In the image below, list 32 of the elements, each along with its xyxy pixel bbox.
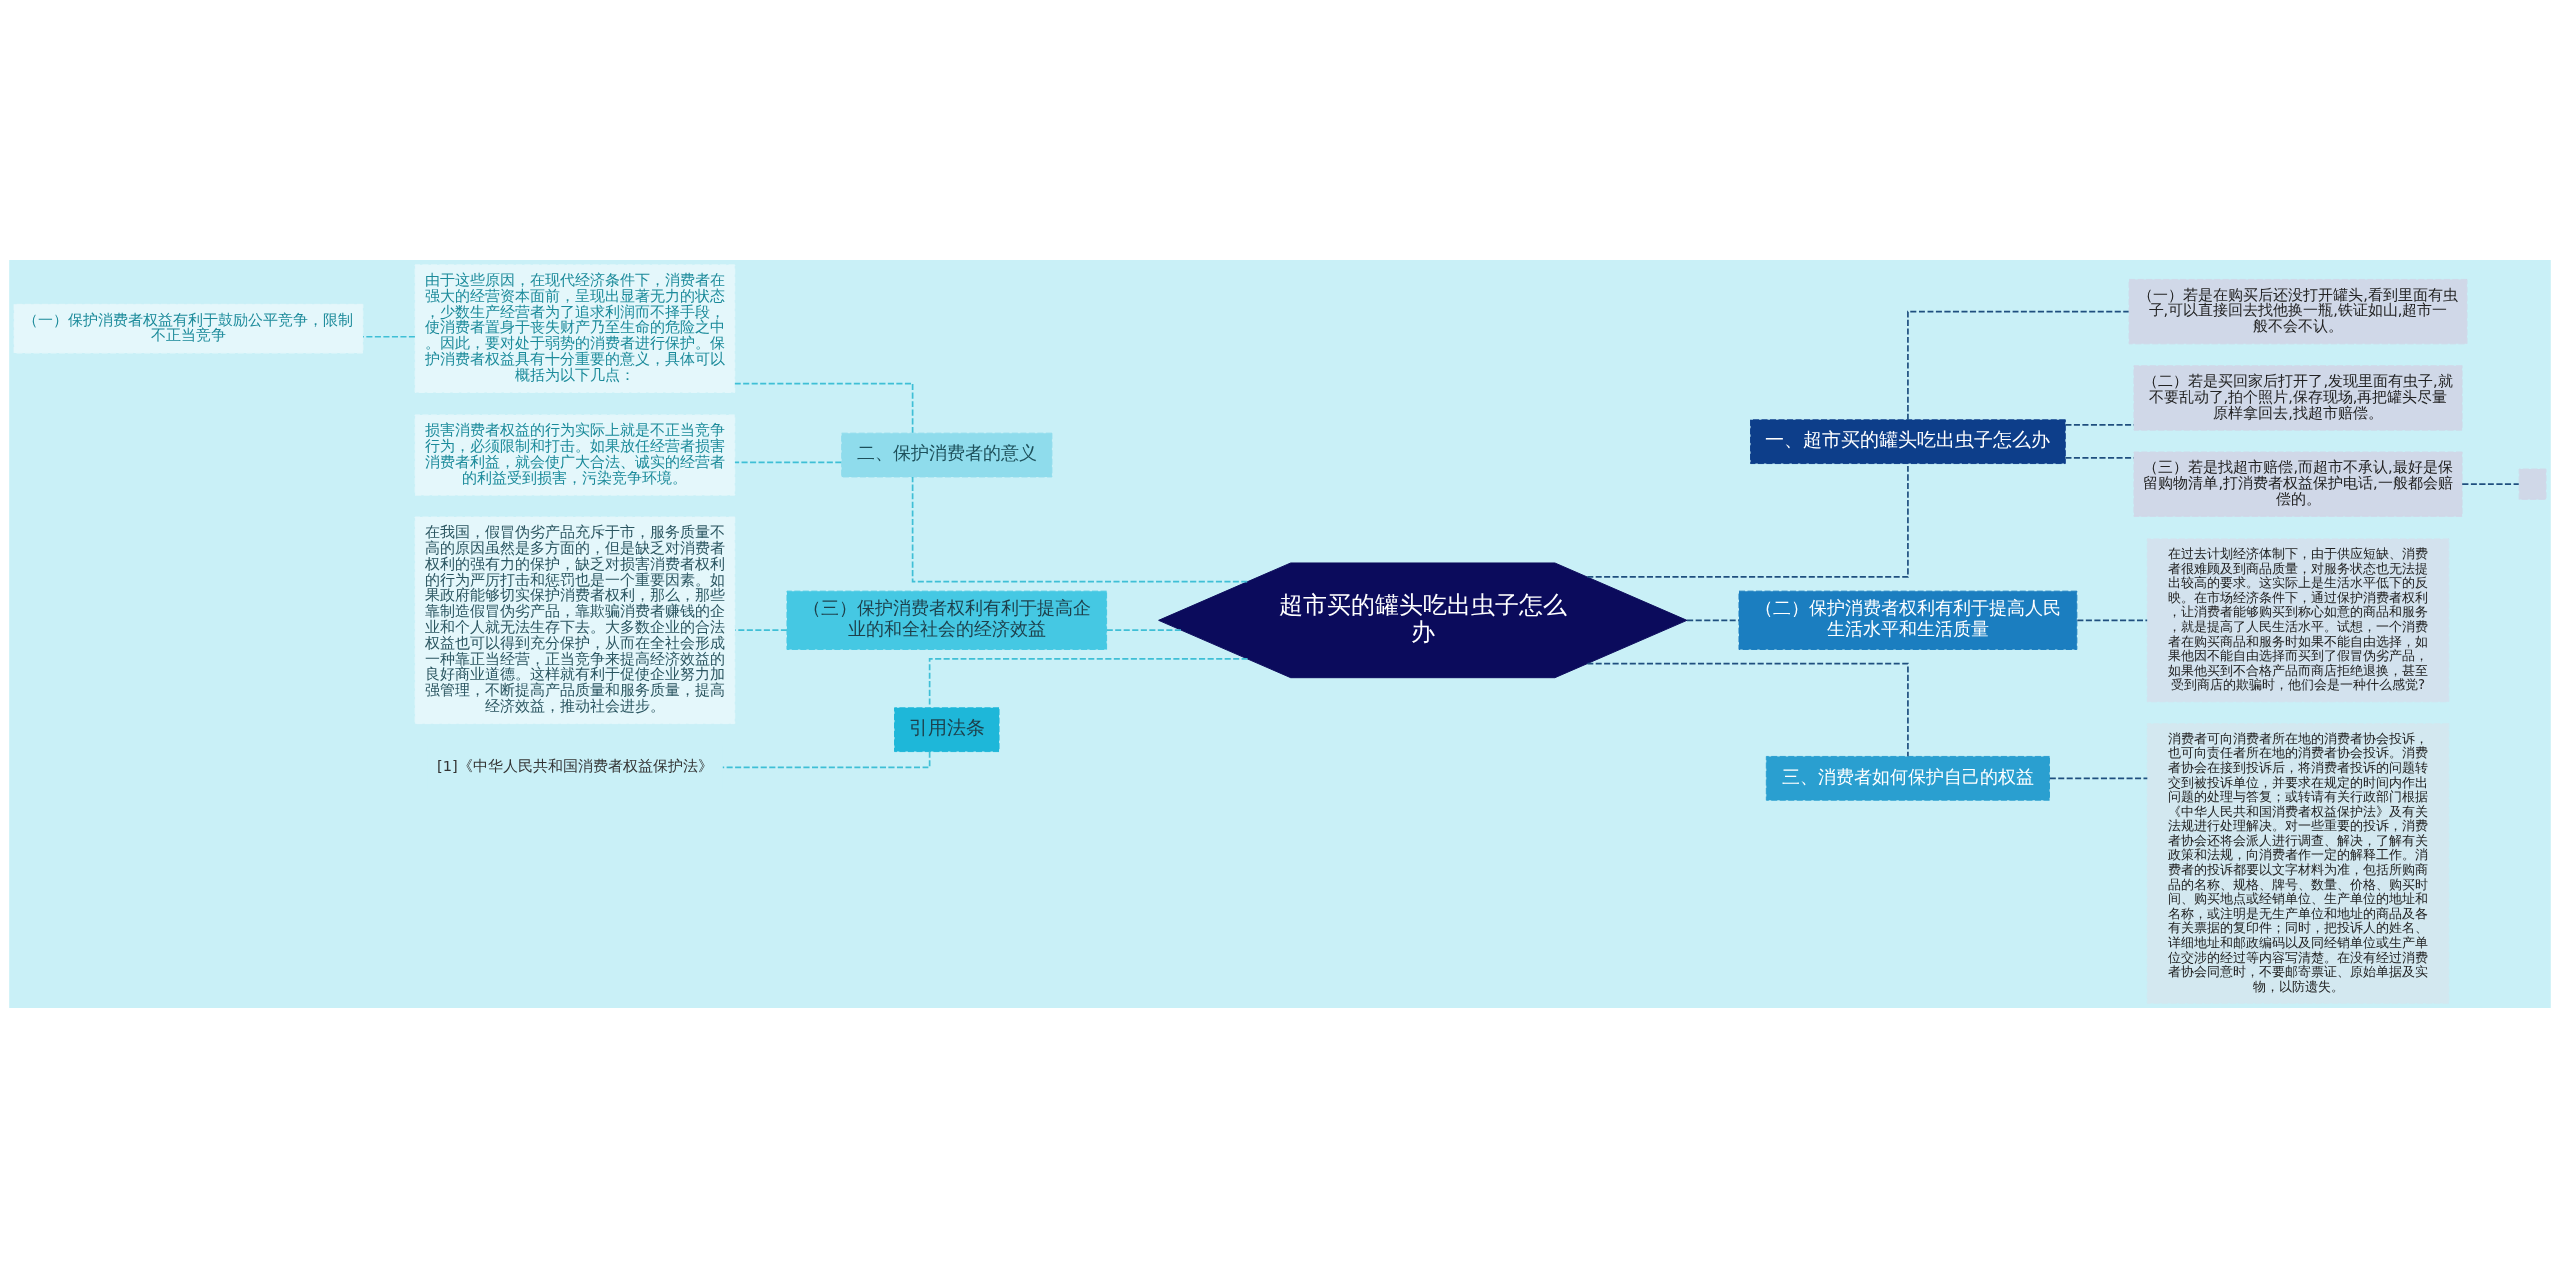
connector bbox=[911, 476, 1249, 583]
connector bbox=[928, 658, 1249, 709]
node-box: （三）保护消费者权利有利于提高企业的和全社会的经济效益 bbox=[786, 590, 1108, 650]
connector bbox=[1686, 619, 1740, 622]
connector bbox=[1907, 310, 2130, 421]
node-box: （一）保护消费者权益有利于鼓励公平竞争，限制不正当竞争 bbox=[13, 303, 364, 354]
node-box: （一）若是在购买后还没打开罐头,看到里面有虫子,可以直接回去找他换一瓶,铁证如山,超市一般不会不认。 bbox=[2128, 278, 2468, 345]
connector bbox=[1586, 662, 1909, 758]
node-box: 由于这些原因，在现代经济条件下，消费者在强大的经营资本面前，呈现出显著无力的状态，少数生产经营者为了追求利润而不择手段，使消费者置身于丧失财产乃至生命的危险之中。因此，要对处于弱势的消费者进行保护。保护消费者权益具有十分重要的意义，具体可以概括为以下几点： bbox=[414, 264, 736, 393]
node-box: 在我国，假冒伪劣产品充斥于市，服务质量不高的原因虽然是多方面的，但是缺乏对消费者权利的强有力的保护，缺乏对损害消费者权利的行为严厉打击和惩罚也是一个重要因素。如果政府能够切实保护消费者权利，那么，那些靠制造假冒伪劣产品，靠欺骗消费者赚钱的企业和个人就无法生存下去。大多数企业的合法权益也可以得到充分保护，从而在全社会形成一种靠正当经营，正当竞争来提高经济效益的良好商业道德。这样就有利于促使企业努力加强管理，不断提高产品质量和服务质量，提高经济效益，推动社会进步。 bbox=[414, 516, 736, 725]
node-box: 损害消费者权益的行为实际上就是不正当竞争行为，必须限制和打击。如果放任经营者损害消费者利益，就会使广大合法、诚实的经营者的利益受到损害，污染竞争环境。 bbox=[414, 414, 736, 496]
connector bbox=[2076, 619, 2148, 622]
node-box: 在过去计划经济体制下，由于供应短缺、消费者很难顾及到商品质量，对服务状态也无法提出较高的要求。这实际上是生活水平低下的反映。在市场经济条件下，通过保护消费者权利，让消费者能够购买到称心如意的商品和服务，就是提高了人民生活水平。试想，一个消费者在购买商品和服务时如果不能自由选择，如果他因不能自由选择而买到了假冒伪劣产品，如果他买到不合格产品而商店拒绝退换，甚至受到商店的欺骗时，他们会是一种什么感觉? bbox=[2146, 538, 2450, 703]
connector bbox=[1586, 463, 1909, 578]
node-box: （三）若是找超市赔偿,而超市不承认,最好是保留购物清单,打消费者权益保护电话,一般都会赔偿的。 bbox=[2133, 451, 2463, 517]
connector bbox=[734, 629, 788, 631]
node-box bbox=[2518, 468, 2547, 500]
connector bbox=[362, 335, 416, 338]
connector bbox=[721, 750, 931, 769]
node-box: （二）若是买回家后打开了,发现里面有虫子,就不要乱动了,拍个照片,保存现场,再把罐头尽量原样拿回去,找超市赔偿。 bbox=[2133, 365, 2463, 431]
connector bbox=[734, 461, 843, 464]
node-box: 二、保护消费者的意义 bbox=[841, 432, 1053, 478]
node-box: （二）保护消费者权利有利于提高人民生活水平和生活质量 bbox=[1738, 590, 2078, 650]
connector bbox=[2461, 483, 2520, 486]
node-box: 引用法条 bbox=[894, 707, 1000, 753]
node-box: 消费者可向消费者所在地的消费者协会投诉，也可向责任者所在地的消费者协会投诉。消费者协会在接到投诉后，将消费者投诉的问题转交到被投诉单位，并要求在规定的时间内作出问题的处理与答复；或转请有关行政部门根据《中华人民共和国消费者权益保护法》及有关法规进行处理解决。对一些重要的投诉，消费者协会还将会派人进行调查、解决，了解有关政策和法规，向消费者作一定的解释工作。消费者的投诉都要以文字材料为准，包括所购商品的名称、规格、牌号、数量、价格、购买时间、购买地点或经销单位、生产单位的地址和名称，或注明是无生产单位和地址的商品及各有关票据的复印件；同时，把投诉人的姓名、详细地址和邮政编码以及同经销单位或生产单位交涉的经过等内容写清楚。在没有经过消费者协会同意时，不要邮寄票证、原始单据及实物，以防遗失。 bbox=[2146, 723, 2450, 1004]
connector bbox=[1105, 629, 1182, 631]
connector bbox=[734, 382, 914, 434]
node-text: [1]《中华人民共和国消费者权益保护法》 bbox=[437, 757, 713, 775]
node-box: 三、消费者如何保护自己的权益 bbox=[1765, 755, 2050, 801]
connector bbox=[2049, 777, 2149, 780]
node-box: 一、超市买的罐头吃出虫子怎么办 bbox=[1750, 419, 2066, 465]
